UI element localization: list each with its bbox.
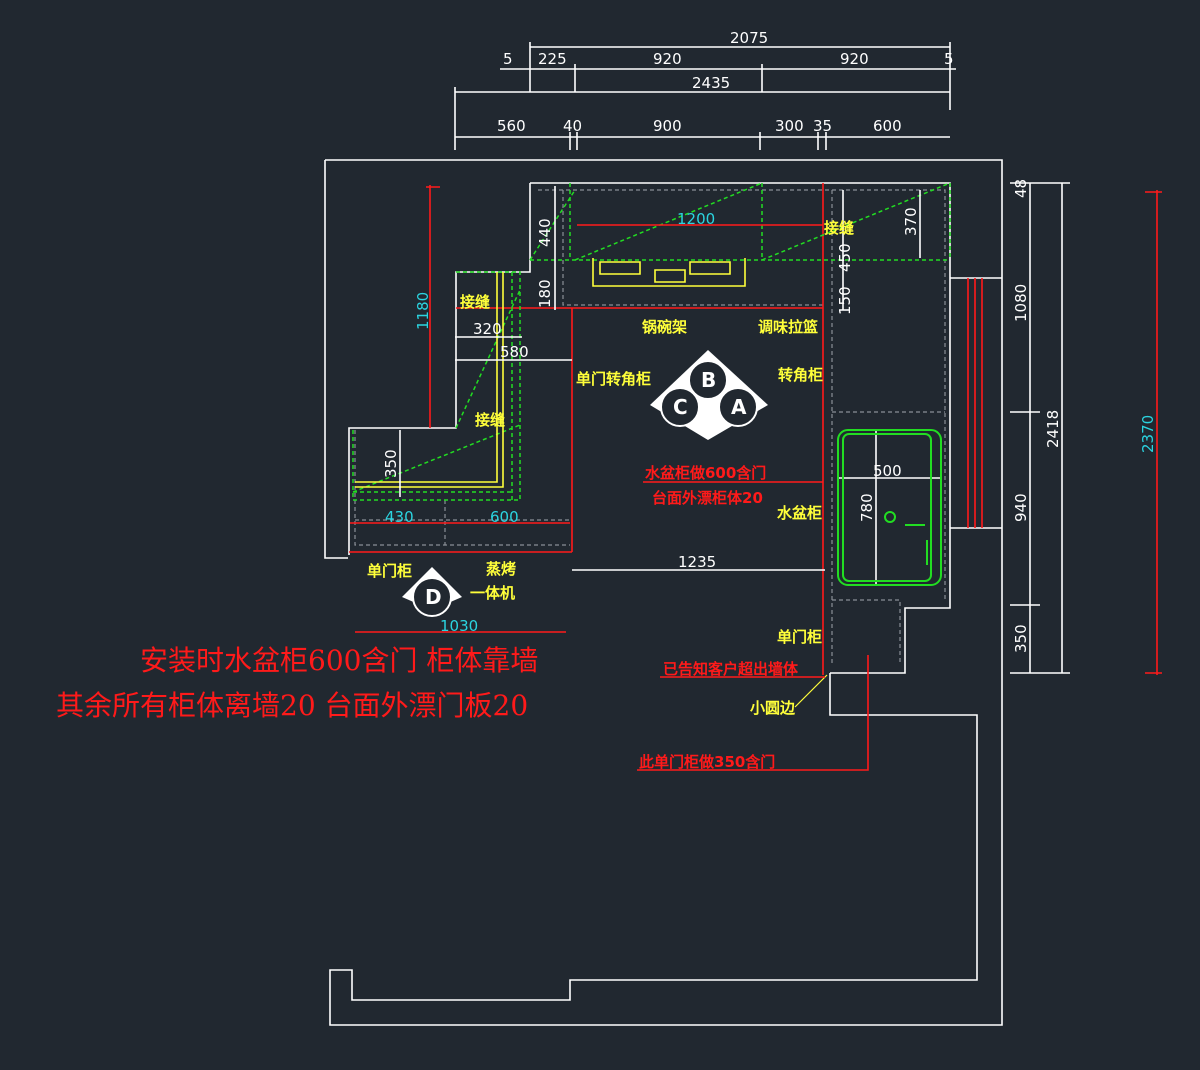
dim-1200: 1200: [677, 210, 715, 228]
dim-1235: 1235: [678, 553, 716, 571]
dim-2418: 2418: [1044, 410, 1062, 448]
label-single-door-2: 单门柜: [777, 628, 822, 646]
note-sink-600: 水盆柜做600含门: [645, 464, 766, 482]
note-cabinet-350: 此单门柜做350含门: [639, 753, 775, 771]
label-seam-2: 接缝: [475, 411, 505, 429]
dim-1030: 1030: [440, 617, 478, 635]
dim-780: 780: [858, 493, 876, 522]
dim-2370: 2370: [1139, 415, 1157, 453]
label-steam-oven-2: 一体机: [470, 584, 515, 602]
dim-1180: 1180: [414, 292, 432, 330]
dim-35: 35: [813, 117, 832, 135]
marker-d: D: [425, 585, 442, 609]
dim-500: 500: [873, 462, 902, 480]
dim-300: 300: [775, 117, 804, 135]
cabinet-outline: [348, 182, 951, 675]
dim-580: 580: [500, 343, 529, 361]
note-install-1: 安装时水盆柜600含门 柜体靠墙: [140, 644, 538, 677]
note-countertop-overhang: 台面外漂柜体20: [652, 489, 763, 507]
dim-430: 430: [385, 508, 414, 526]
dim-600-left: 600: [490, 508, 519, 526]
inner-dimensions: 1200 1180 440 180 450 150 370 320 580 35…: [350, 185, 942, 635]
note-install-2: 其余所有柜体离墙20 台面外漂门板20: [56, 689, 528, 722]
dim-180: 180: [536, 279, 554, 308]
dim-5-left: 5: [503, 50, 513, 68]
dim-900: 900: [653, 117, 682, 135]
label-sink-cabinet: 水盆柜: [777, 504, 822, 522]
notes: 水盆柜做600含门 台面外漂柜体20 已告知客户超出墙体 此单门柜做350含门 …: [56, 464, 869, 771]
dim-920-b: 920: [840, 50, 869, 68]
dim-2435: 2435: [692, 74, 730, 92]
dim-920-a: 920: [653, 50, 682, 68]
cabinet-labels: 接缝 接缝 接缝 锅碗架 调味拉篮 单门转角柜 转角柜 水盆柜 单门柜 蒸烤 一…: [367, 219, 854, 717]
dim-350-left: 350: [382, 449, 400, 478]
dim-1080: 1080: [1012, 284, 1030, 322]
dim-40: 40: [563, 117, 582, 135]
dim-150: 150: [836, 286, 854, 315]
dim-5-right: 5: [944, 50, 954, 68]
dim-600: 600: [873, 117, 902, 135]
label-steam-oven-1: 蒸烤: [486, 560, 516, 578]
dim-350-right: 350: [1012, 624, 1030, 653]
right-dimensions: 48 1080 940 350 2418 2370: [1010, 179, 1162, 675]
dim-560: 560: [497, 117, 526, 135]
dim-225: 225: [538, 50, 567, 68]
note-wall: 已告知客户超出墙体: [663, 660, 799, 678]
walls: [324, 159, 1003, 1026]
dim-48: 48: [1012, 179, 1030, 198]
dim-320: 320: [473, 320, 502, 338]
dim-940: 940: [1012, 493, 1030, 522]
label-round-edge: 小圆边: [750, 699, 796, 717]
dim-450: 450: [836, 243, 854, 272]
dim-2075: 2075: [730, 29, 768, 47]
marker-b: B: [701, 368, 716, 392]
top-dimensions: 2075 5 225 920 920 5 2435 560 40 900 300…: [454, 29, 956, 150]
label-single-corner: 单门转角柜: [576, 370, 651, 388]
view-markers: B C A D: [402, 350, 768, 617]
marker-c: C: [673, 395, 688, 419]
label-corner: 转角柜: [778, 366, 823, 384]
sink-icon: [837, 429, 942, 586]
marker-a: A: [731, 395, 747, 419]
label-seam-3: 接缝: [824, 219, 854, 237]
label-seam-1: 接缝: [460, 293, 490, 311]
dim-440: 440: [536, 218, 554, 247]
label-single-door: 单门柜: [367, 562, 412, 580]
label-spice-basket: 调味拉篮: [758, 318, 818, 336]
label-bowl-rack: 锅碗架: [642, 318, 687, 336]
dim-370: 370: [902, 207, 920, 236]
